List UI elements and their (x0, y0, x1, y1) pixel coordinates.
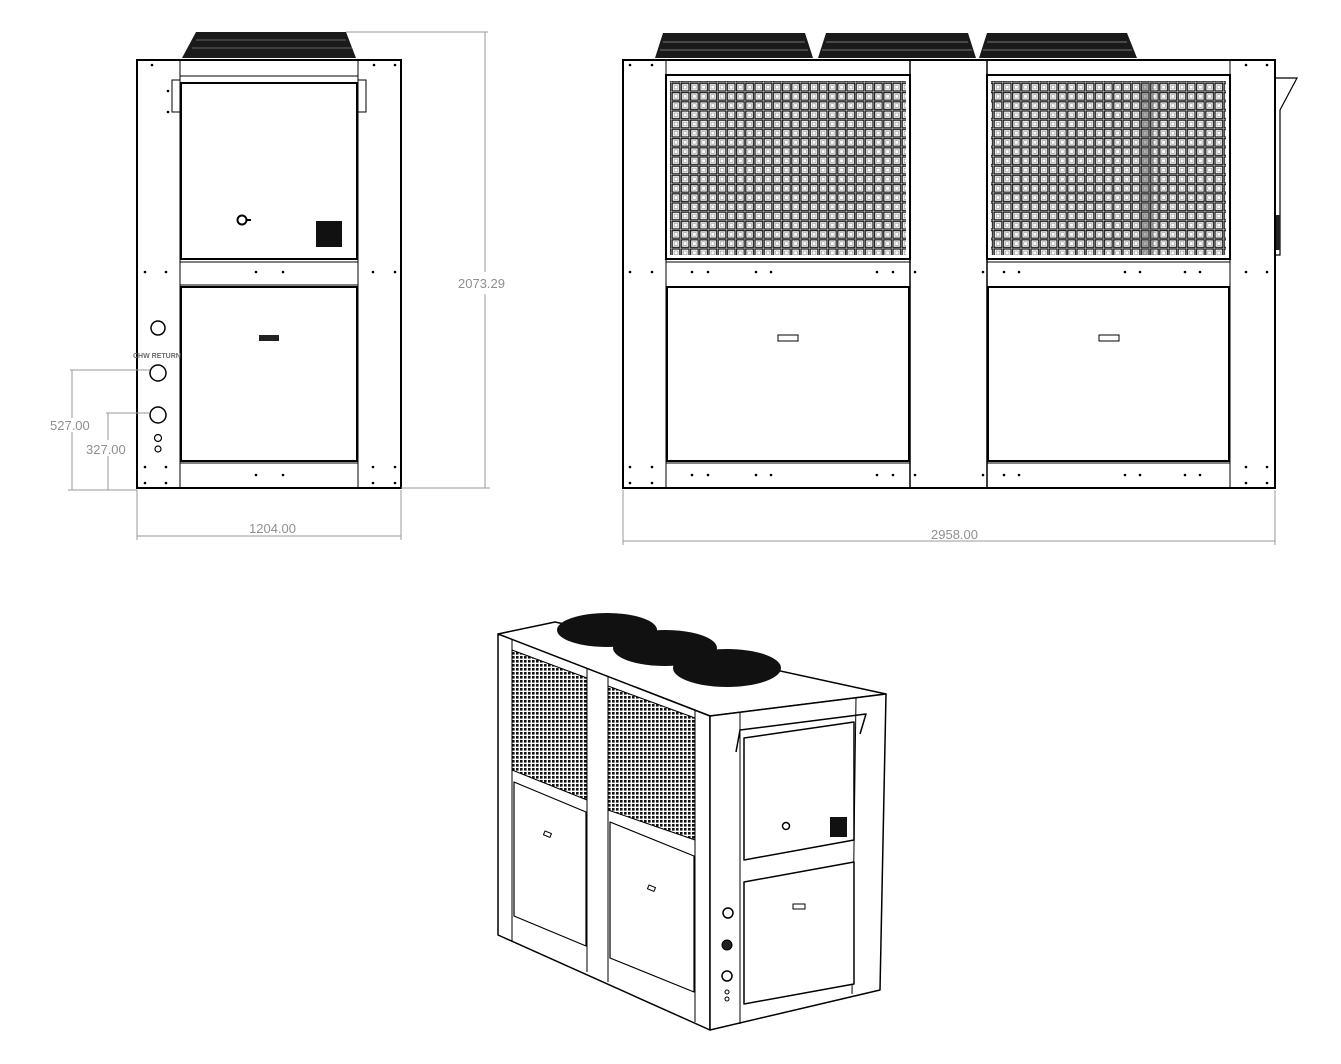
height-dimension: 2073.29 (458, 276, 505, 291)
chw-return-label: CHW RETURN (133, 353, 181, 360)
lower-panel (180, 286, 358, 462)
front-view: CHW RETURN 2073.29 527.00 327.00 1204.00 (50, 31, 505, 540)
lower-panel-left (666, 286, 910, 462)
side-view: 2958.00 (622, 33, 1298, 545)
chw-supply-pipe (149, 406, 167, 424)
iso-coil-left (511, 649, 588, 801)
inlet-height-dimension: 327.00 (86, 442, 126, 457)
fan (673, 649, 781, 687)
pipe-connection (150, 320, 166, 336)
fan-shroud (818, 33, 976, 58)
fan-shroud (979, 33, 1137, 58)
chw-return-pipe (149, 364, 167, 382)
iso-lower-panel (743, 861, 855, 1005)
fan-shroud (182, 32, 356, 58)
display-screen (316, 221, 342, 247)
iso-coil-right (607, 685, 696, 841)
isometric-view (497, 613, 887, 1031)
length-dimension: 2958.00 (931, 527, 978, 542)
iso-control-panel (743, 721, 855, 861)
width-dimension: 1204.00 (249, 521, 296, 536)
outlet-height-dimension: 527.00 (50, 418, 90, 433)
fan-shroud (655, 33, 813, 58)
lower-panel-right (987, 286, 1230, 462)
